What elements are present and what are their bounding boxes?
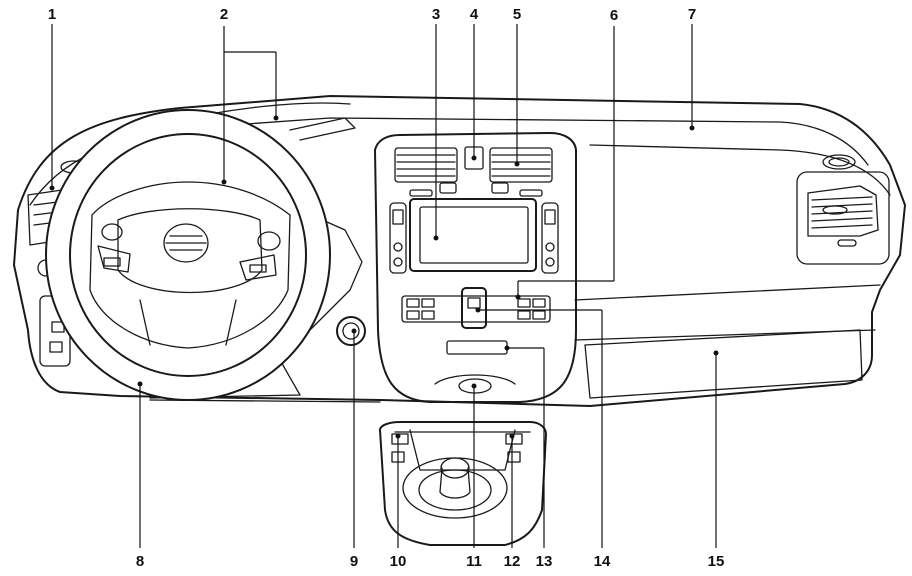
callout-9: 9 [350,553,358,570]
lower-console [379,421,547,546]
center-vent-left [394,147,458,183]
leader-lines [51,24,717,548]
callout-10: 10 [390,553,407,570]
callout-2: 2 [220,6,228,23]
callout-12: 12 [504,553,521,570]
callout-5: 5 [513,6,521,23]
nissan-logo-icon [163,223,209,263]
climate-panel-shape [401,287,551,329]
callout-8: 8 [136,553,144,570]
callout-3: 3 [432,6,440,23]
center-vent-right [489,147,553,183]
callout-4: 4 [470,6,479,23]
center-stack [374,132,577,403]
callout-labels: 1 2 3 4 5 6 7 8 9 10 11 12 13 14 15 [48,6,725,570]
callout-6: 6 [610,7,618,24]
callout-7: 7 [688,6,696,23]
callout-11: 11 [466,553,482,570]
callout-14: 14 [594,553,611,570]
leader-dots [49,115,719,439]
callout-1: 1 [48,6,56,23]
steering-wheel [45,109,331,401]
callout-15: 15 [708,553,725,570]
right-side-vent [796,154,890,265]
callout-13: 13 [536,553,553,570]
cd-slot-shape [446,340,508,355]
power-outlet-shape [458,378,492,394]
center-display-screen [409,198,537,272]
power-switch-shape [336,316,366,346]
